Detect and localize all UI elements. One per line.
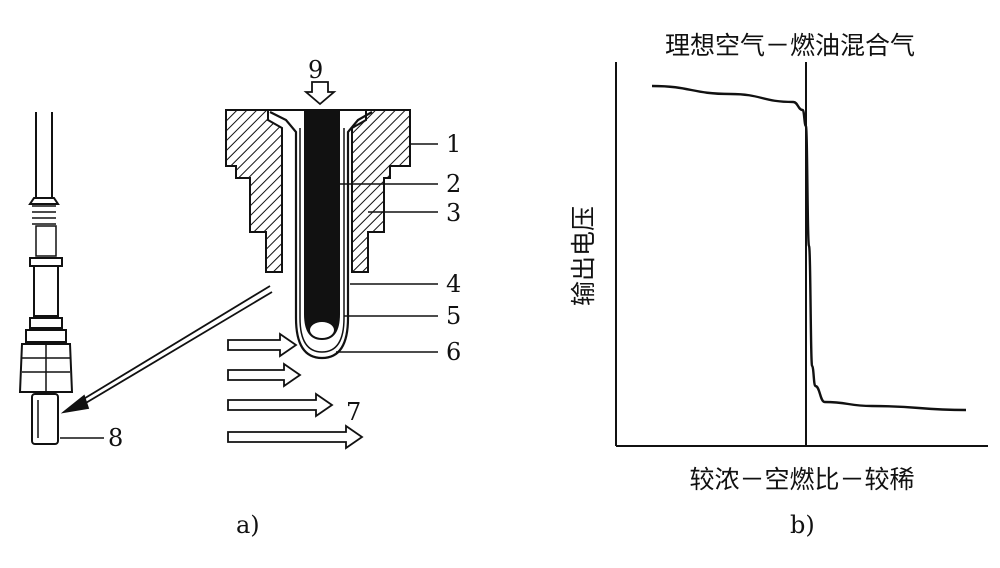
- outer-electrode: [299, 128, 345, 353]
- housing-left: [225, 109, 283, 273]
- detail-pointer-arrow: [60, 285, 273, 414]
- reference-air-core: [304, 110, 340, 340]
- callout-8: 8: [108, 424, 123, 452]
- sensor-cross-section: [225, 109, 411, 360]
- sensor-assembly-drawing: [18, 112, 74, 445]
- x-axis-label: 较浓－空燃比－较稀: [689, 465, 914, 494]
- exhaust-flow-arrows: [227, 332, 364, 450]
- figure-b-caption: b): [790, 511, 815, 539]
- air-inlet-arrow: [303, 81, 337, 106]
- callout-2: 2: [446, 170, 461, 198]
- callout-5: 5: [446, 302, 461, 330]
- callout-9: 9: [308, 56, 323, 84]
- chart-title: 理想空气－燃油混合气: [665, 31, 915, 60]
- callout-leader-lines: [60, 143, 438, 439]
- callout-4: 4: [446, 270, 461, 298]
- callout-6: 6: [446, 338, 461, 366]
- ceramic-thimble: [269, 111, 373, 360]
- voltage-chart: 理想空气－燃油混合气 输出电压 较浓－空燃比－较稀 b): [569, 31, 988, 539]
- oxygen-sensor-figure: 1 2 3 4 5 6 7 8 9 a): [18, 56, 461, 539]
- callout-1: 1: [446, 130, 461, 158]
- callout-7: 7: [346, 398, 361, 426]
- y-axis-label: 输出电压: [569, 206, 598, 306]
- housing-right: [351, 109, 411, 273]
- voltage-curve: [651, 84, 967, 412]
- figure-a-caption: a): [236, 511, 260, 539]
- callout-3: 3: [446, 199, 461, 227]
